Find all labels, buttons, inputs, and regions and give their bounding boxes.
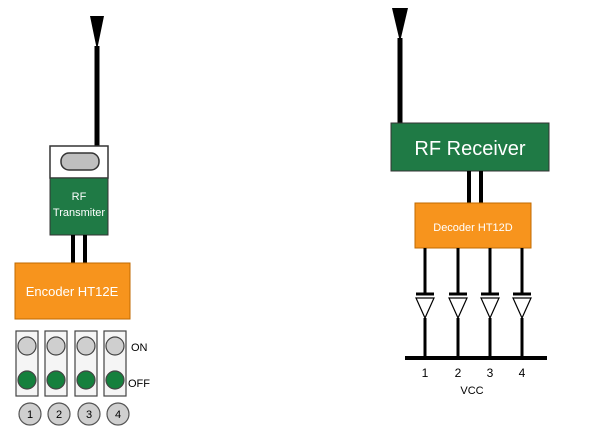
switch-number-badge-1 (18, 402, 42, 426)
output-number-labels: 1 2 3 4 VCC (422, 366, 526, 397)
encoder-label: Encoder HT12E (26, 284, 119, 299)
receiver-decoder-wires (467, 171, 483, 203)
transmitter-module: RF Transmiter (49, 145, 109, 236)
receiver-module: RF Receiver (390, 122, 550, 172)
rf-receiver-label: RF Receiver (414, 138, 525, 160)
encoder-block: Encoder HT12E (14, 262, 131, 320)
switch-number-badge-3 (77, 402, 101, 426)
switch-number-badge-4 (106, 402, 130, 426)
transmitter-encoder-wires (71, 235, 87, 263)
diode-3 (480, 297, 500, 320)
decoder-block: Decoder HT12D (414, 202, 532, 249)
rf-receiver-box (390, 122, 550, 172)
output-number-1: 1 (422, 366, 429, 380)
output-line-3 (480, 248, 500, 358)
output-line-1 (415, 248, 435, 358)
dip-switch-2[interactable] (44, 330, 68, 397)
diode-4 (512, 297, 532, 320)
transmitter-antenna (90, 16, 104, 146)
rf-transmitter-box (49, 177, 109, 236)
dip-switch-3[interactable] (74, 330, 98, 397)
receiver-antenna (392, 8, 408, 123)
switch-number-4: 4 (115, 409, 121, 421)
dip-switch-4[interactable] (103, 330, 127, 397)
dip-switch-1[interactable] (15, 330, 39, 397)
switch-off-label: OFF (128, 378, 150, 390)
encoder-box (14, 262, 131, 320)
output-line-2 (448, 248, 468, 358)
switch-number-3: 3 (86, 409, 92, 421)
vcc-label: VCC (460, 385, 483, 397)
switch-on-label: ON (131, 342, 148, 354)
switch-number-badge-2 (47, 402, 71, 426)
decoder-box (414, 202, 532, 249)
output-line-4 (512, 248, 532, 358)
switch-number-1: 1 (27, 409, 33, 421)
rf-transmitter-label-line1: RF (72, 191, 87, 203)
diode-2 (448, 297, 468, 320)
decoder-output-lines (405, 248, 547, 360)
switch-number-2: 2 (56, 409, 62, 421)
output-number-2: 2 (455, 366, 462, 380)
output-number-3: 3 (487, 366, 494, 380)
diode-1 (415, 297, 435, 320)
dip-switch-bank: ON OFF (15, 330, 150, 397)
output-number-4: 4 (519, 366, 526, 380)
transmitter-crystal (60, 152, 100, 171)
rf-transmitter-label-line2: Transmiter (53, 207, 105, 219)
decoder-label: Decoder HT12D (433, 222, 513, 234)
switch-number-badges: 1 2 3 4 (18, 402, 130, 426)
